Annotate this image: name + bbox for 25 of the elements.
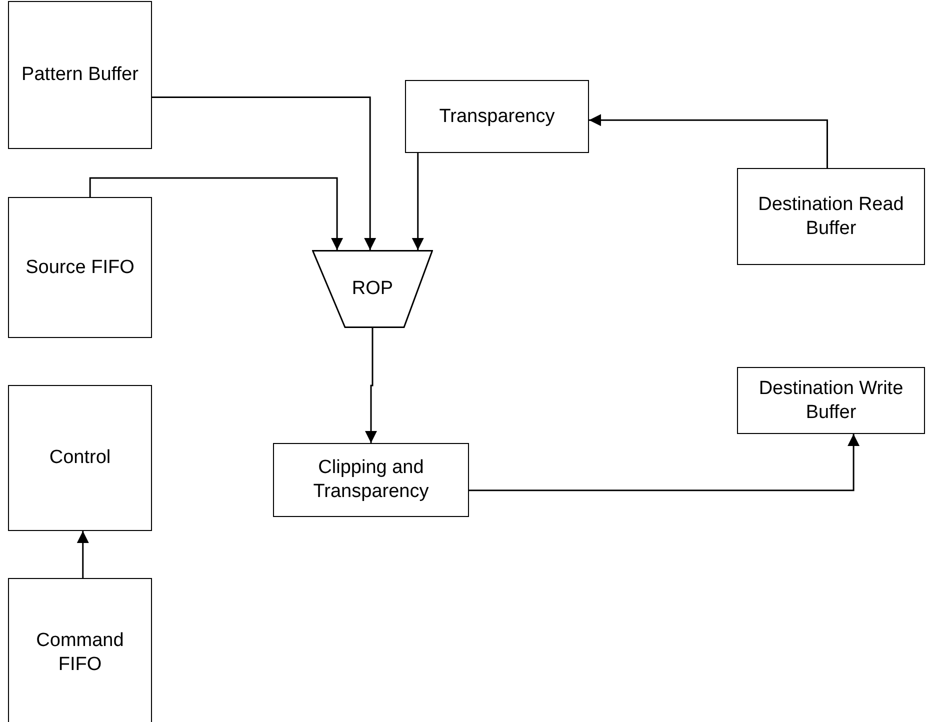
box-label: ROP	[352, 277, 394, 301]
box-label: Destination Write Buffer	[758, 376, 904, 424]
box-label: Destination Read Buffer	[757, 192, 905, 240]
process-box	[273, 443, 469, 517]
box-label: Transparency	[439, 104, 555, 128]
process-box	[737, 168, 925, 265]
process-box	[8, 197, 152, 338]
arrow	[412, 153, 424, 250]
arrow	[152, 96, 376, 250]
arrow	[589, 114, 828, 168]
arrow	[76, 531, 89, 578]
arrow	[89, 177, 344, 250]
box-label: Source FIFO	[26, 256, 134, 280]
process-box	[8, 385, 152, 531]
box-label: Control	[49, 446, 111, 470]
process-box	[8, 578, 152, 722]
arrow	[365, 328, 377, 443]
arrow	[469, 434, 860, 492]
process-box	[405, 80, 589, 153]
rop-trapezoid	[312, 250, 433, 328]
box-label: Clipping and Transparency	[312, 456, 430, 504]
process-box	[737, 367, 925, 434]
box-label: Command FIFO	[35, 629, 125, 677]
process-box	[8, 1, 152, 149]
box-label: Pattern Buffer	[22, 63, 138, 87]
